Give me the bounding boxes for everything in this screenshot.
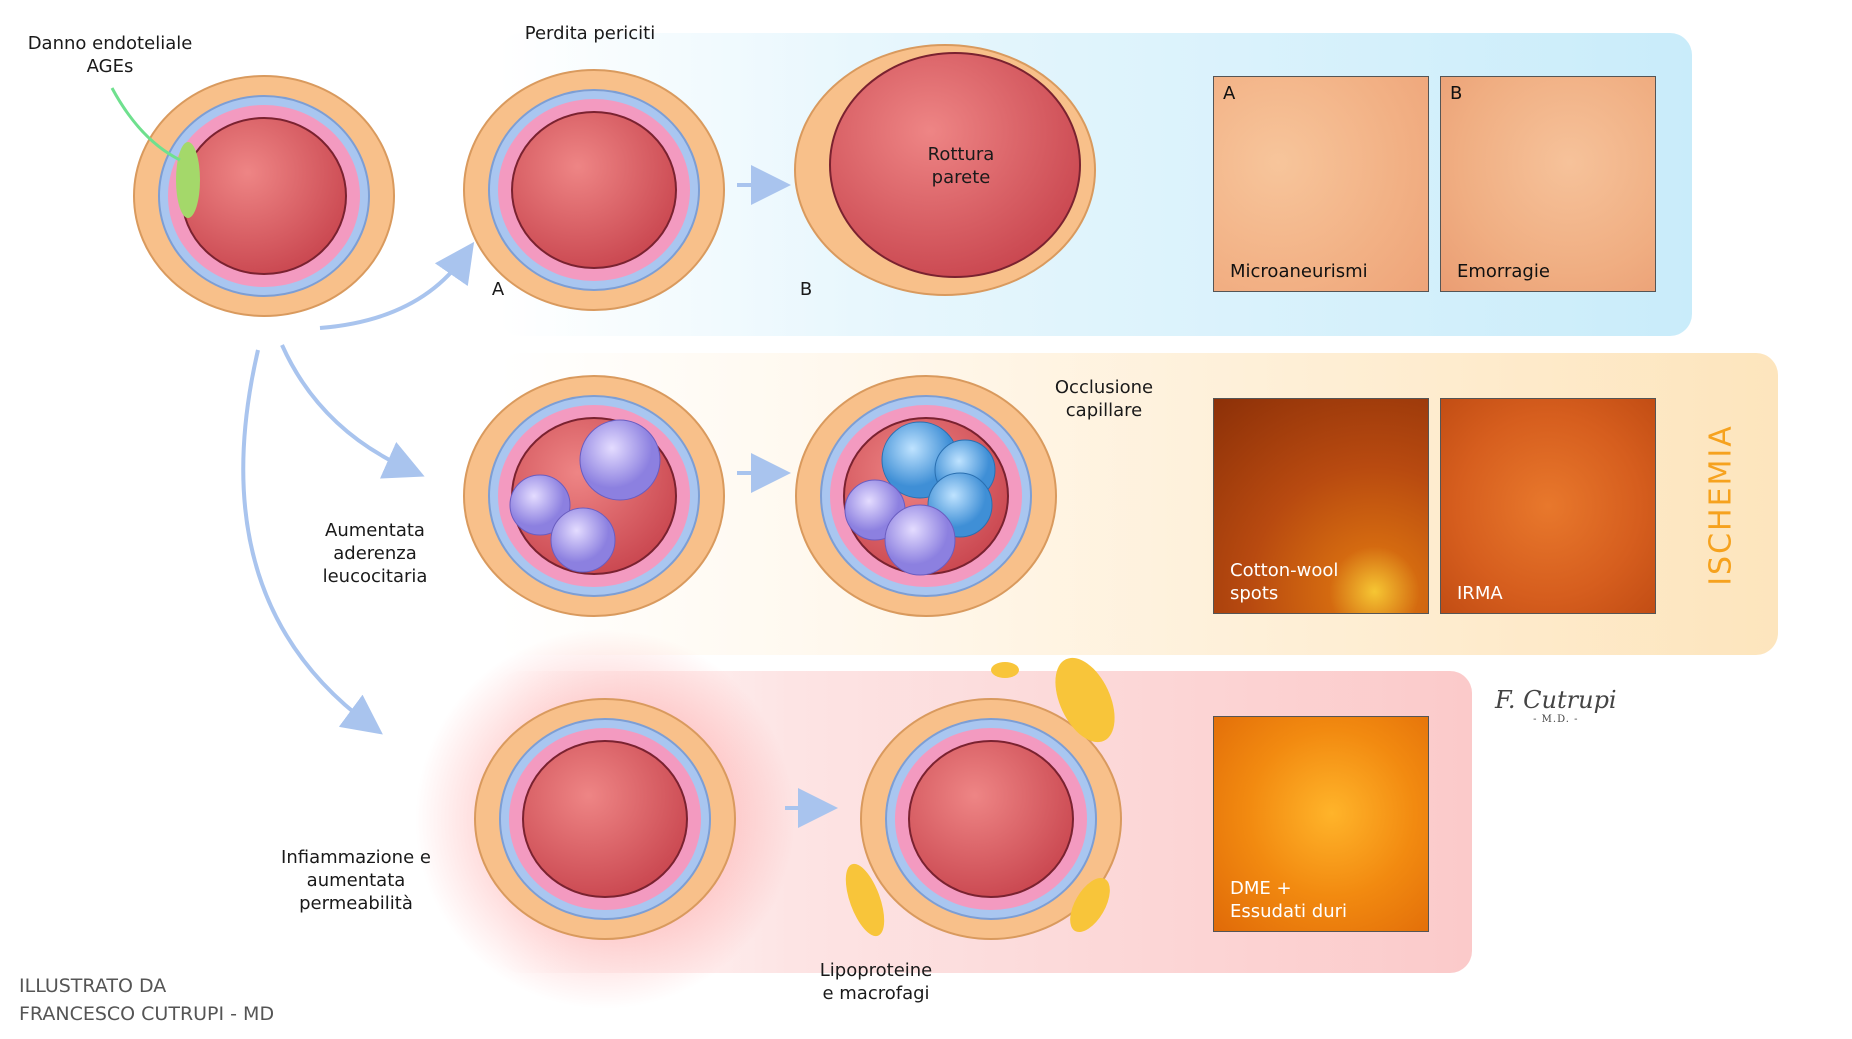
photo-letter: A <box>1223 83 1236 104</box>
ruptured-lumen <box>829 52 1081 278</box>
curved-arrow-to-inflammation <box>241 349 383 735</box>
arrows <box>241 165 838 828</box>
curved-arrow-to-leukocyte <box>280 344 425 479</box>
fundus-photo-irma: IRMA <box>1440 398 1656 614</box>
vessel-exudate <box>860 698 1122 940</box>
exudate-blobs <box>845 657 1115 937</box>
photo-caption: Emorragie <box>1457 261 1550 282</box>
pericyte-loss-label: Perdita periciti <box>524 23 656 44</box>
vessel-normal <box>133 75 395 317</box>
leukocyte <box>550 507 616 573</box>
curved-arrow-to-a <box>319 241 475 330</box>
fundus-photo-microaneurysms: A Microaneurismi <box>1213 76 1429 292</box>
vessel-inflamed <box>474 698 736 940</box>
leukocyte <box>884 504 956 576</box>
photo-caption: IRMA <box>1457 583 1503 604</box>
green-damage-arrow <box>110 87 181 162</box>
signature: F. Cutrupi- M.D. - <box>1495 686 1617 725</box>
leukocyte <box>509 474 571 536</box>
stage-a-label: A <box>491 279 505 300</box>
photo-letter: B <box>1450 83 1463 104</box>
damaged-endothelium <box>176 142 200 218</box>
leukocyte <box>579 419 661 501</box>
vessel-leukocyte <box>463 375 725 617</box>
fundus-photo-hemorrhages: B Emorragie <box>1440 76 1656 292</box>
ischemia-label: ISCHEMIA <box>1703 424 1739 586</box>
stage-b-label: B <box>799 279 813 300</box>
photo-caption: Microaneurismi <box>1230 261 1368 282</box>
fundus-photo-dme: DME +Essudati duri <box>1213 716 1429 932</box>
vessel-pericyte-loss <box>463 69 725 311</box>
photo-caption: DME +Essudati duri <box>1230 878 1348 922</box>
